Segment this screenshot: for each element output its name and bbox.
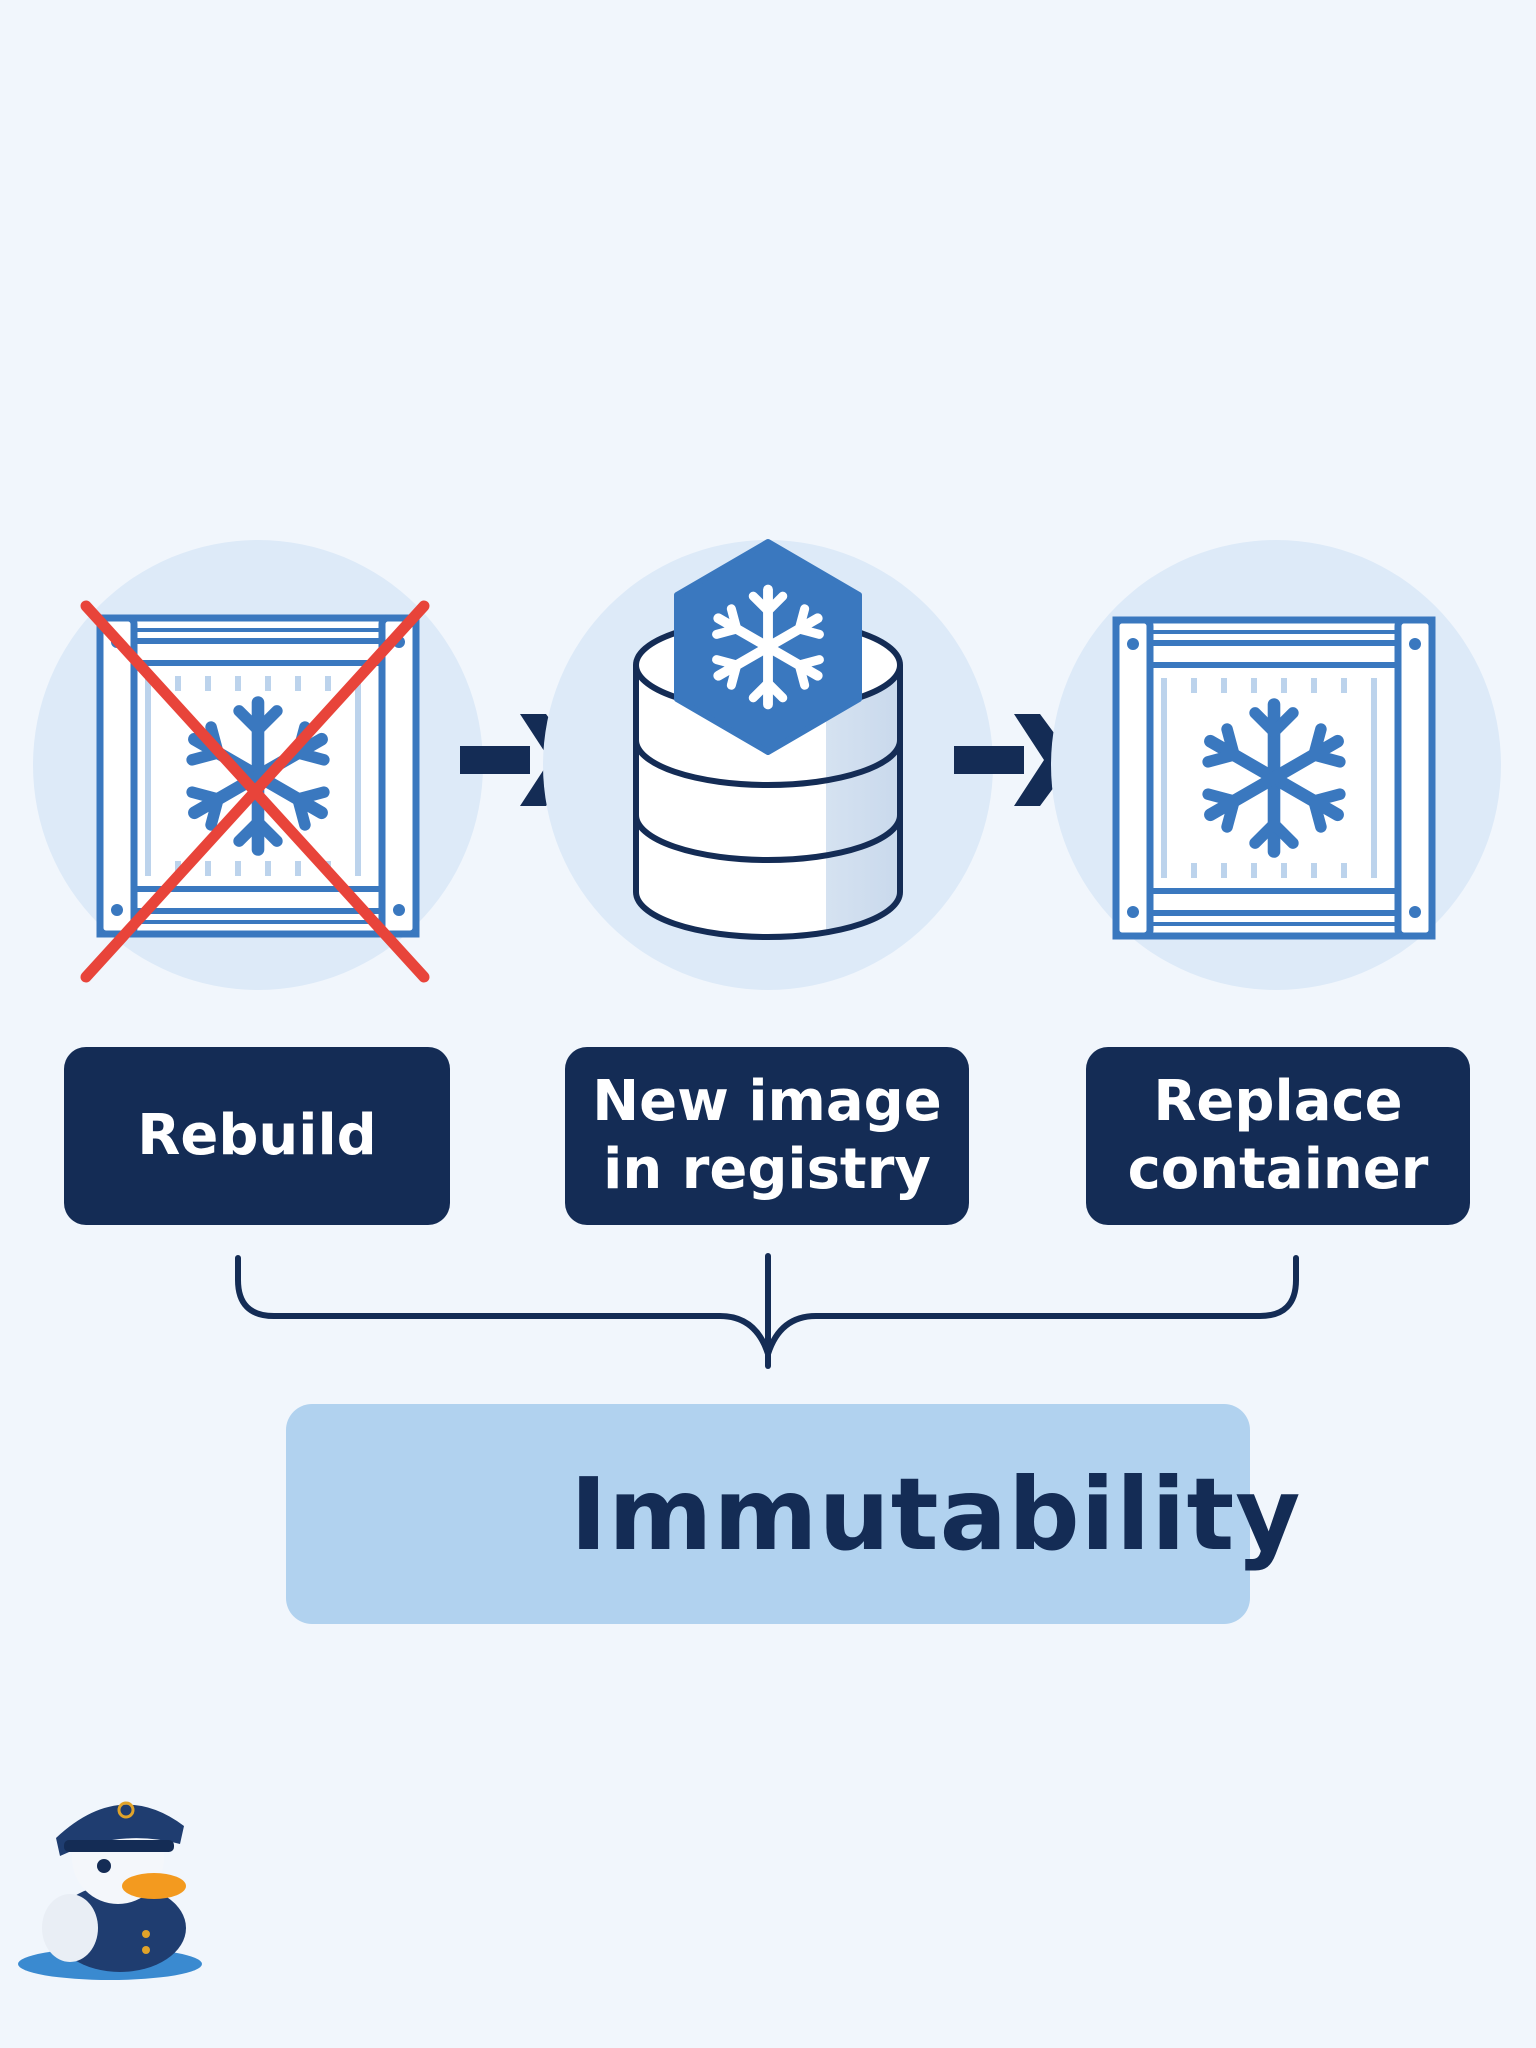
result-label: Immutability xyxy=(570,1455,1302,1573)
step-label-rebuild: Rebuild xyxy=(64,1047,450,1225)
container-icon xyxy=(1116,620,1432,936)
captain-duck-mascot-icon xyxy=(18,1801,202,1980)
red-cross-icon xyxy=(80,600,430,983)
result-banner xyxy=(286,1404,1250,1624)
arrow-right-icon xyxy=(954,714,1074,806)
brace-connector xyxy=(235,1253,1299,1369)
step-rebuild-icon-group xyxy=(33,540,483,990)
snowflake-hexagon-icon xyxy=(674,539,862,755)
step-replace-icon-group xyxy=(1051,540,1501,990)
step-label-replace: Replace container xyxy=(1086,1047,1470,1225)
step-label-registry: New image in registry xyxy=(565,1047,969,1225)
step-registry-icon-group xyxy=(543,539,993,990)
